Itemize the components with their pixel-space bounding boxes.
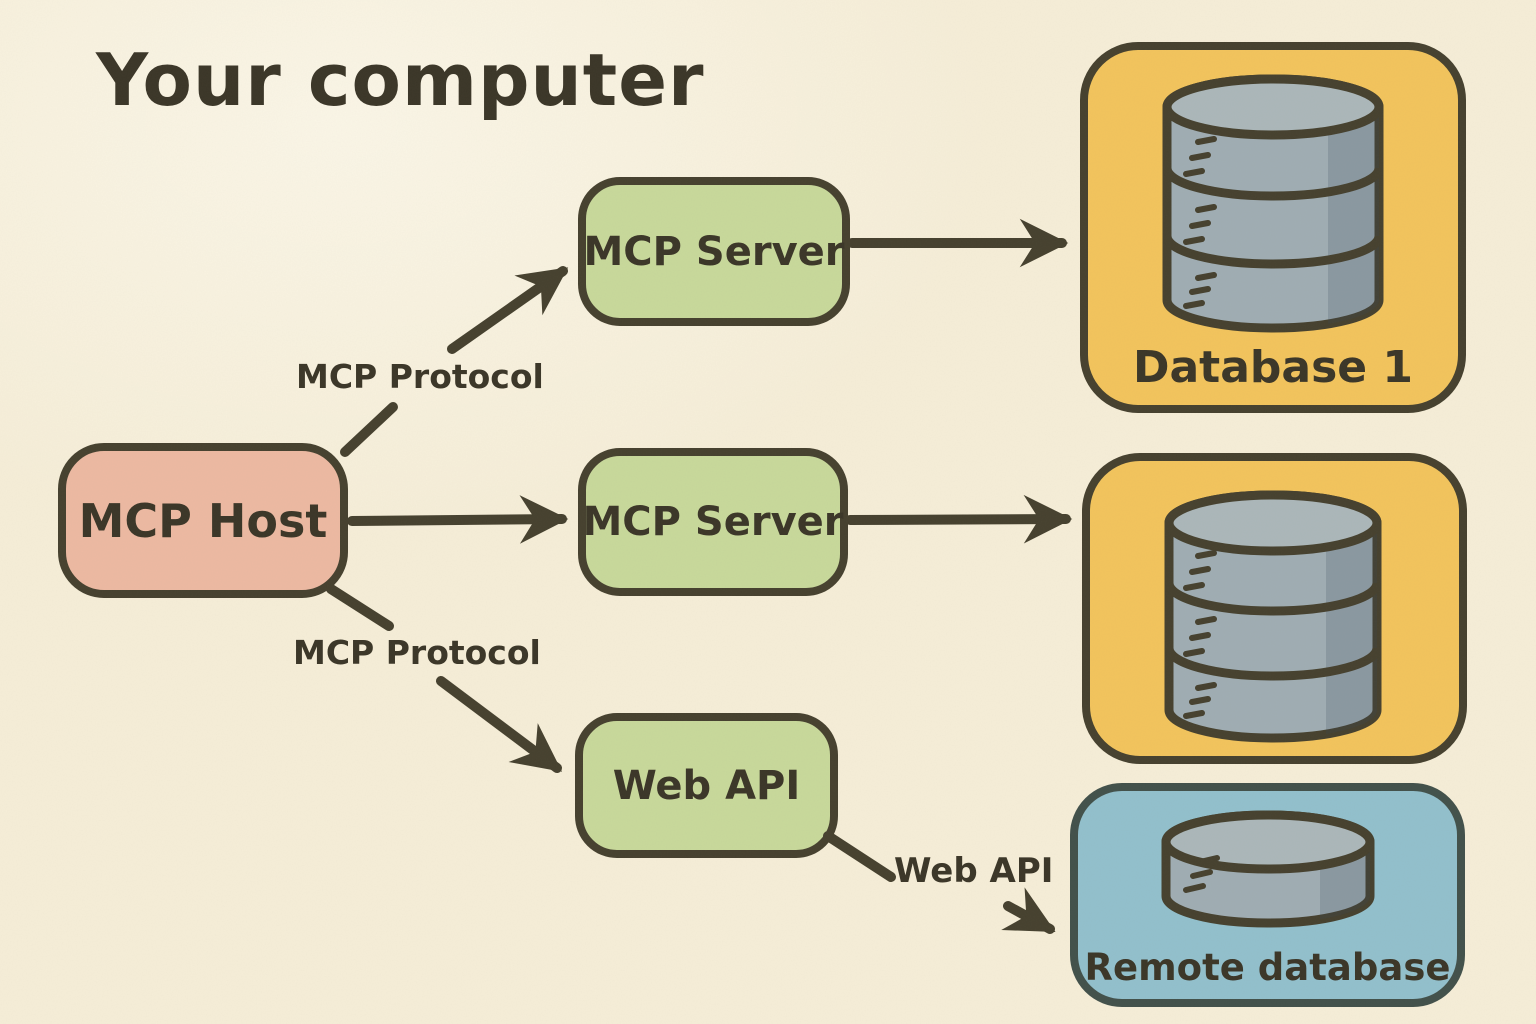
node-label: MCP Server [583,228,845,275]
arrow-server-2-to-database-2 [845,494,1073,544]
node-database-1: Database 1 [1080,42,1466,413]
node-label: MCP Server [582,499,844,545]
node-label: MCP Host [78,493,328,548]
arrow-mcp-protocol-to-server-1 [447,266,569,354]
edge-label-mcp-protocol-top: MCP Protocol [296,357,544,396]
line-host-to-mcp-protocol-top [340,402,398,457]
line-web-api-to-label [823,831,896,882]
node-mcp-server-2: MCP Server [578,448,848,596]
page-title: Your computer [96,38,705,122]
node-database-2 [1082,453,1467,764]
arrow-host-to-server-2 [347,495,569,544]
node-web-api: Web API [575,713,838,858]
node-label: Remote database [1084,946,1451,989]
node-remote-database: Remote database [1070,783,1465,1007]
node-label: Database 1 [1132,342,1414,393]
node-mcp-host: MCP Host [58,443,348,598]
arrow-mcp-protocol-to-web-api [436,676,563,773]
edge-label-mcp-protocol-bottom: MCP Protocol [293,633,541,672]
node-mcp-server-1: MCP Server [578,177,850,326]
line-host-to-mcp-protocol-bottom [326,584,394,631]
node-label: Web API [612,762,801,809]
edge-label-web-api: Web API [894,851,1054,891]
arrow-label-to-remote-database [1001,887,1056,934]
